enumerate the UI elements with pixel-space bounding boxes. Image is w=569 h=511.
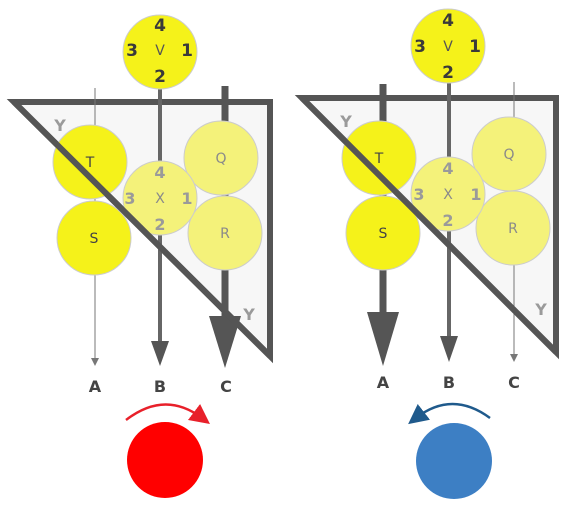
node-v: 4 3 V 1 2 (122, 14, 198, 90)
panel-left: 4 3 V 1 2 Q R 4 3 X 1 2 T (6, 14, 273, 498)
output-label-c: C (508, 373, 520, 392)
rod-c-arrowhead (209, 316, 241, 368)
node-x-bottom: 2 (442, 211, 453, 230)
ball-blue (416, 423, 492, 499)
node-v-label: V (155, 43, 165, 59)
node-x-label: X (155, 191, 165, 207)
node-x-bottom: 2 (154, 215, 165, 234)
output-label-a: A (377, 373, 390, 392)
node-x-left: 3 (124, 189, 135, 208)
svg-text:S: S (90, 231, 99, 247)
rod-a-arrowhead (91, 358, 99, 366)
node-v-bottom: 2 (154, 67, 166, 87)
y-label-bottom: Y (242, 305, 255, 324)
node-x-label: X (443, 187, 453, 203)
node-v-top: 4 (442, 11, 454, 31)
node-v-right: 1 (181, 41, 193, 61)
rod-b-arrowhead (151, 341, 169, 366)
node-s: S (345, 195, 421, 271)
panel-right: 4 3 V 1 2 Q R 4 3 X 1 2 T (294, 8, 559, 499)
output-label-a: A (89, 377, 102, 396)
node-v-right: 1 (469, 37, 481, 57)
node-x-top: 4 (442, 159, 453, 178)
triangle-hypotenuse (299, 95, 559, 355)
node-x: 4 3 X 1 2 (122, 160, 198, 236)
node-t: T (341, 120, 417, 196)
output-label-b: B (154, 377, 166, 396)
y-label-top: Y (53, 116, 66, 135)
node-x: 4 3 X 1 2 (410, 156, 486, 232)
rotation-arrow-clockwise (125, 403, 210, 425)
node-x-right: 1 (181, 189, 192, 208)
output-label-c: C (220, 377, 232, 396)
node-v-label: V (443, 39, 453, 55)
node-v-bottom: 2 (442, 63, 454, 83)
node-r: R (475, 190, 551, 266)
y-label-bottom: Y (534, 300, 547, 319)
rod-a-arrowhead (367, 312, 399, 366)
node-s: S (56, 200, 132, 276)
node-v-left: 3 (126, 41, 138, 61)
ball-red (127, 422, 203, 498)
output-label-b: B (443, 373, 455, 392)
svg-text:T: T (374, 151, 384, 167)
node-x-top: 4 (154, 163, 165, 182)
svg-text:S: S (379, 226, 388, 242)
node-v: 4 3 V 1 2 (410, 8, 486, 84)
node-r: R (187, 195, 263, 271)
rod-b-arrowhead (440, 336, 458, 362)
triangle-hypotenuse (11, 99, 273, 359)
node-x-left: 3 (413, 185, 424, 204)
node-x-right: 1 (470, 185, 481, 204)
svg-text:Q: Q (215, 151, 226, 167)
y-label-top: Y (339, 112, 352, 131)
node-q: Q (471, 116, 547, 192)
svg-text:T: T (85, 155, 95, 171)
rotation-arrow-counterclockwise (408, 402, 491, 425)
svg-text:Q: Q (503, 147, 514, 163)
node-v-left: 3 (414, 37, 426, 57)
node-q: Q (183, 120, 259, 196)
svg-text:R: R (508, 221, 518, 237)
svg-text:R: R (220, 226, 230, 242)
node-t: T (52, 124, 128, 200)
rod-c-arrowhead (510, 354, 518, 362)
node-v-top: 4 (154, 16, 166, 36)
